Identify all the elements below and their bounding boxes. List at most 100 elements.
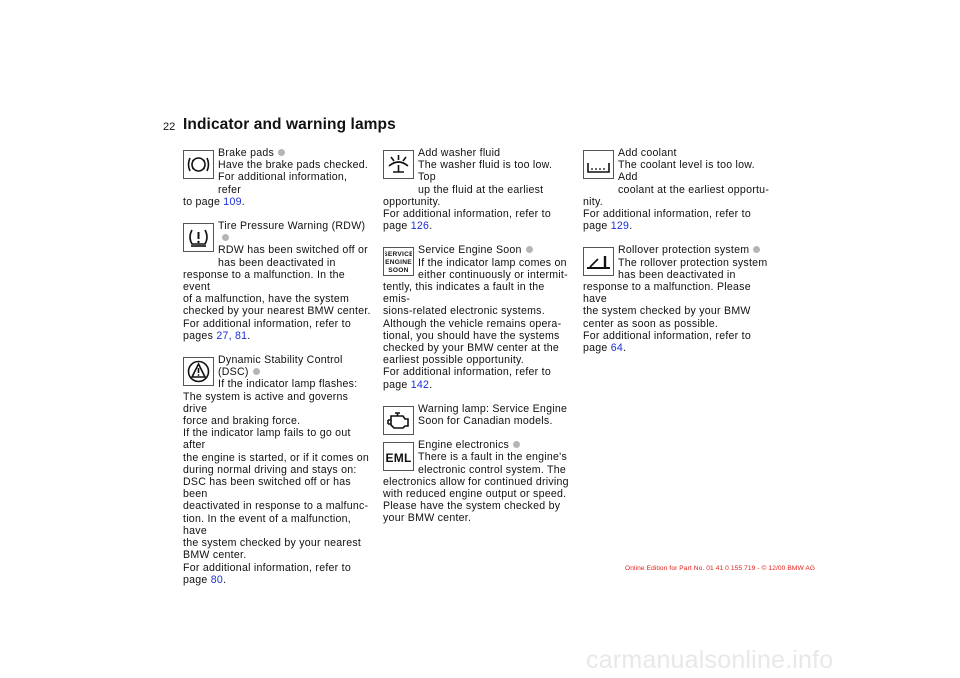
dsc-icon: [183, 357, 214, 387]
lamp-text: sions-related electronic systems.: [383, 305, 573, 317]
lamp-title: Warning lamp: Service Engine: [418, 403, 573, 415]
lamp-text: force and braking force.: [183, 415, 373, 427]
lamp-text: The system is active and governs drive: [183, 391, 373, 415]
punctuation: .: [623, 342, 627, 355]
lamp-text: If the indicator lamp flashes:: [218, 378, 373, 390]
page-reference-link[interactable]: 129: [610, 220, 630, 233]
lamp-text-span: sions-related electronic systems.: [383, 305, 545, 318]
washer-fluid-icon: [383, 150, 414, 179]
lamp-text: For additional information, refer to: [383, 208, 573, 220]
page-reference-link[interactable]: 109: [223, 195, 242, 208]
lamp-text-span: opportunity.: [383, 195, 441, 208]
lamp-text: There is a fault in the engine's: [418, 451, 573, 463]
status-dot-icon: [753, 246, 761, 254]
lamp-text: page 64.: [583, 342, 773, 354]
lamp-text-span: For additional information, refer to: [383, 366, 551, 379]
lamp-text-span: tional, you should have the systems: [383, 329, 560, 342]
lamp-entry: Tire Pressure Warning (RDW)RDW has been …: [183, 220, 373, 342]
status-dot-icon: [525, 246, 533, 254]
lamp-text-span: with reduced engine output or speed.: [383, 488, 567, 501]
lamp-text: Soon for Canadian models.: [418, 415, 573, 427]
lamp-text-span: checked by your BMW center at the: [383, 342, 560, 355]
service-engine-soon-label-2: ENGINE: [385, 259, 412, 266]
page-reference-link[interactable]: 126: [410, 220, 430, 233]
lamp-text: Have the brake pads checked.: [218, 159, 373, 171]
lamp-text-span: Tire Pressure Warning (RDW): [218, 220, 366, 233]
lamp-text-span: (DSC): [218, 366, 249, 379]
lamp-text-span: page: [383, 220, 411, 233]
lamp-text-span: electronics allow for continued driving: [383, 475, 569, 488]
lamp-text: For additional information, refer to: [383, 366, 573, 378]
lamp-text-span: There is a fault in the engine's: [418, 451, 568, 464]
lamp-text: deactivated in response to a malfunc-: [183, 500, 373, 512]
lamp-text-span: For additional information, refer: [218, 171, 348, 196]
lamp-entry: Dynamic Stability Control(DSC)If the ind…: [183, 354, 373, 586]
page-reference-link[interactable]: 142: [410, 378, 430, 391]
punctuation: .: [429, 378, 433, 391]
watermark[interactable]: carmanualsonline.info: [586, 646, 834, 674]
lamp-text: to page 109.: [183, 196, 373, 208]
lamp-text-span: nity.: [583, 195, 603, 208]
punctuation: .: [429, 220, 433, 233]
lamp-text: page 80.: [183, 574, 373, 586]
lamp-title: Add washer fluid: [418, 147, 573, 159]
footer-edition-note: Online Edition for Part No. 01 41 0 155 …: [625, 565, 816, 572]
status-dot-icon: [222, 233, 229, 241]
lamp-text-span: earliest possible opportunity.: [383, 354, 524, 367]
lamp-text: For additional information, refer: [218, 171, 373, 195]
lamp-text: Please have the system checked by: [383, 500, 573, 512]
lamp-text-span: up the fluid at the earliest: [418, 183, 544, 196]
lamp-text: For additional information, refer to: [583, 330, 773, 342]
punctuation: .: [629, 220, 633, 233]
lamp-text-span: Brake pads: [218, 147, 275, 159]
lamp-text-span: For additional information, refer to: [383, 208, 551, 221]
lamp-text-span: your BMW center.: [383, 512, 472, 525]
lamp-text-span: during normal driving and stays on:: [183, 463, 357, 476]
lamp-text-span: If the indicator lamp comes on: [418, 256, 567, 269]
lamp-text: the system checked by your nearest: [183, 537, 373, 549]
lamp-text-span: has been deactivated in: [618, 268, 736, 281]
lamp-text: either continuously or intermit-: [418, 269, 573, 281]
lamp-text-span: Although the vehicle remains opera-: [383, 317, 562, 330]
lamp-text-span: force and braking force.: [183, 415, 301, 428]
page-reference-link[interactable]: 64: [610, 342, 624, 355]
lamp-text: page 129.: [583, 220, 773, 232]
lamp-text: with reduced engine output or speed.: [383, 488, 573, 500]
lamp-text-span: Add washer fluid: [418, 147, 501, 159]
lamp-text-span: checked by your nearest BMW center.: [183, 305, 371, 318]
lamp-text-span: either continuously or intermit-: [418, 268, 568, 281]
lamp-text: checked by your nearest BMW center.: [183, 305, 373, 317]
lamp-text: tently, this indicates a fault in the em…: [383, 281, 573, 305]
punctuation: .: [241, 195, 245, 208]
page-reference-link[interactable]: 27, 81: [216, 329, 248, 342]
lamp-title: Brake pads: [218, 147, 373, 159]
status-dot-icon: [513, 440, 521, 448]
tire-pressure-icon: [183, 223, 214, 253]
lamp-text-span: the system checked by your BMW: [583, 305, 751, 318]
rollover-icon: [583, 247, 614, 277]
lamp-text-span: the engine is started, or if it comes on: [183, 451, 370, 464]
lamp-text-span: Add coolant: [618, 147, 677, 159]
lamp-text-span: BMW center.: [183, 549, 247, 562]
lamp-text-span: The rollover protection system: [618, 256, 768, 269]
lamp-text: tional, you should have the systems: [383, 330, 573, 342]
lamp-text: opportunity.: [383, 196, 573, 208]
lamp-text: your BMW center.: [383, 512, 573, 524]
coolant-icon: [583, 150, 614, 179]
service-engine-soon-label-1: SERVICE: [385, 251, 412, 258]
lamp-title: Service Engine Soon: [418, 244, 573, 256]
lamp-text: Although the vehicle remains opera-: [383, 318, 573, 330]
lamp-text: the system checked by your BMW: [583, 305, 773, 317]
lamp-text-span: For additional information, refer to: [583, 329, 751, 342]
page-number: 22: [163, 121, 176, 133]
lamp-text-span: page: [583, 342, 611, 355]
page-reference-link[interactable]: 80: [210, 573, 224, 586]
lamp-text: has been deactivated in: [618, 269, 773, 281]
punctuation: .: [247, 329, 251, 342]
